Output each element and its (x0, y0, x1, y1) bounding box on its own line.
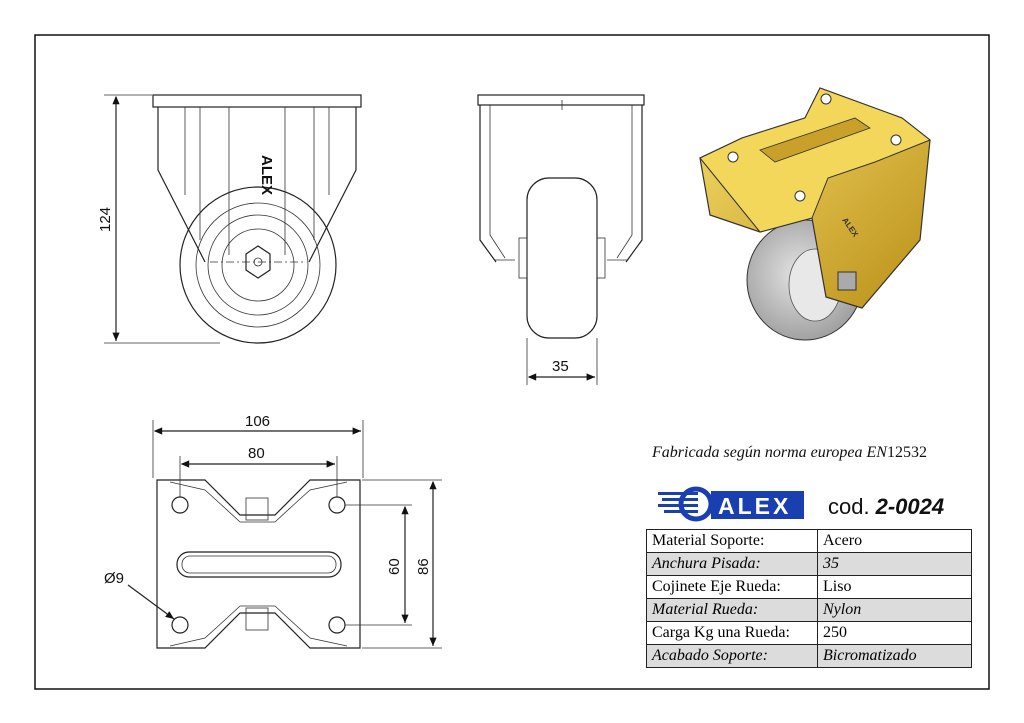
norm-prefix: Fabricada según norma europea EN (652, 444, 887, 461)
spec-key: Material Soporte: (646, 529, 818, 553)
spec-row: Carga Kg una Rueda:250 (646, 621, 972, 645)
spec-key: Acabado Soporte: (646, 644, 818, 668)
dim-hole-diameter: Ø9 (104, 570, 124, 587)
dim-plate-width: 106 (245, 413, 270, 430)
spec-key: Cojinete Eje Rueda: (646, 575, 818, 599)
specification-table: Material Soporte:Acero Anchura Pisada:35… (646, 529, 972, 668)
spec-row: Cojinete Eje Rueda:Liso (646, 575, 972, 599)
spec-value: 35 (817, 552, 972, 576)
dim-height: 124 (97, 207, 114, 232)
dim-tread-width: 35 (552, 358, 569, 375)
dim-plate-length: 86 (415, 558, 432, 575)
norm-number: 12532 (886, 444, 927, 461)
dim-hole-spacing-x: 80 (248, 445, 265, 462)
spec-value: Bicromatizado (817, 644, 972, 668)
spec-row: Acabado Soporte:Bicromatizado (646, 644, 972, 668)
dim-hole-spacing-y: 60 (386, 558, 403, 575)
spec-key: Material Rueda: (646, 598, 818, 622)
spec-value: Nylon (817, 598, 972, 622)
product-code: cod.2-0024 (828, 494, 944, 520)
spec-row: Anchura Pisada:35 (646, 552, 972, 576)
code-label: cod. (828, 494, 870, 519)
spec-value: Acero (817, 529, 972, 553)
front-view: ALEX 124 (97, 94, 362, 344)
logo-text: ALEX (718, 493, 791, 519)
spec-row: Material Soporte:Acero (646, 529, 972, 553)
isometric-view: ALEX (699, 87, 931, 341)
spec-value: Liso (817, 575, 972, 599)
alex-logo: ALEX (658, 486, 804, 522)
spec-row: Material Rueda:Nylon (646, 598, 972, 622)
top-view: 106 80 60 86 Ø9 (104, 413, 442, 649)
spec-value: 250 (817, 621, 972, 645)
norm-statement: Fabricada según norma europea EN12532 (652, 444, 982, 462)
wheel-stamp-text: ALEX (258, 155, 275, 195)
side-view: 35 (477, 94, 645, 385)
sheet-border (34, 34, 990, 690)
spec-key: Carga Kg una Rueda: (646, 621, 818, 645)
spec-key: Anchura Pisada: (646, 552, 818, 576)
code-value: 2-0024 (875, 494, 945, 519)
